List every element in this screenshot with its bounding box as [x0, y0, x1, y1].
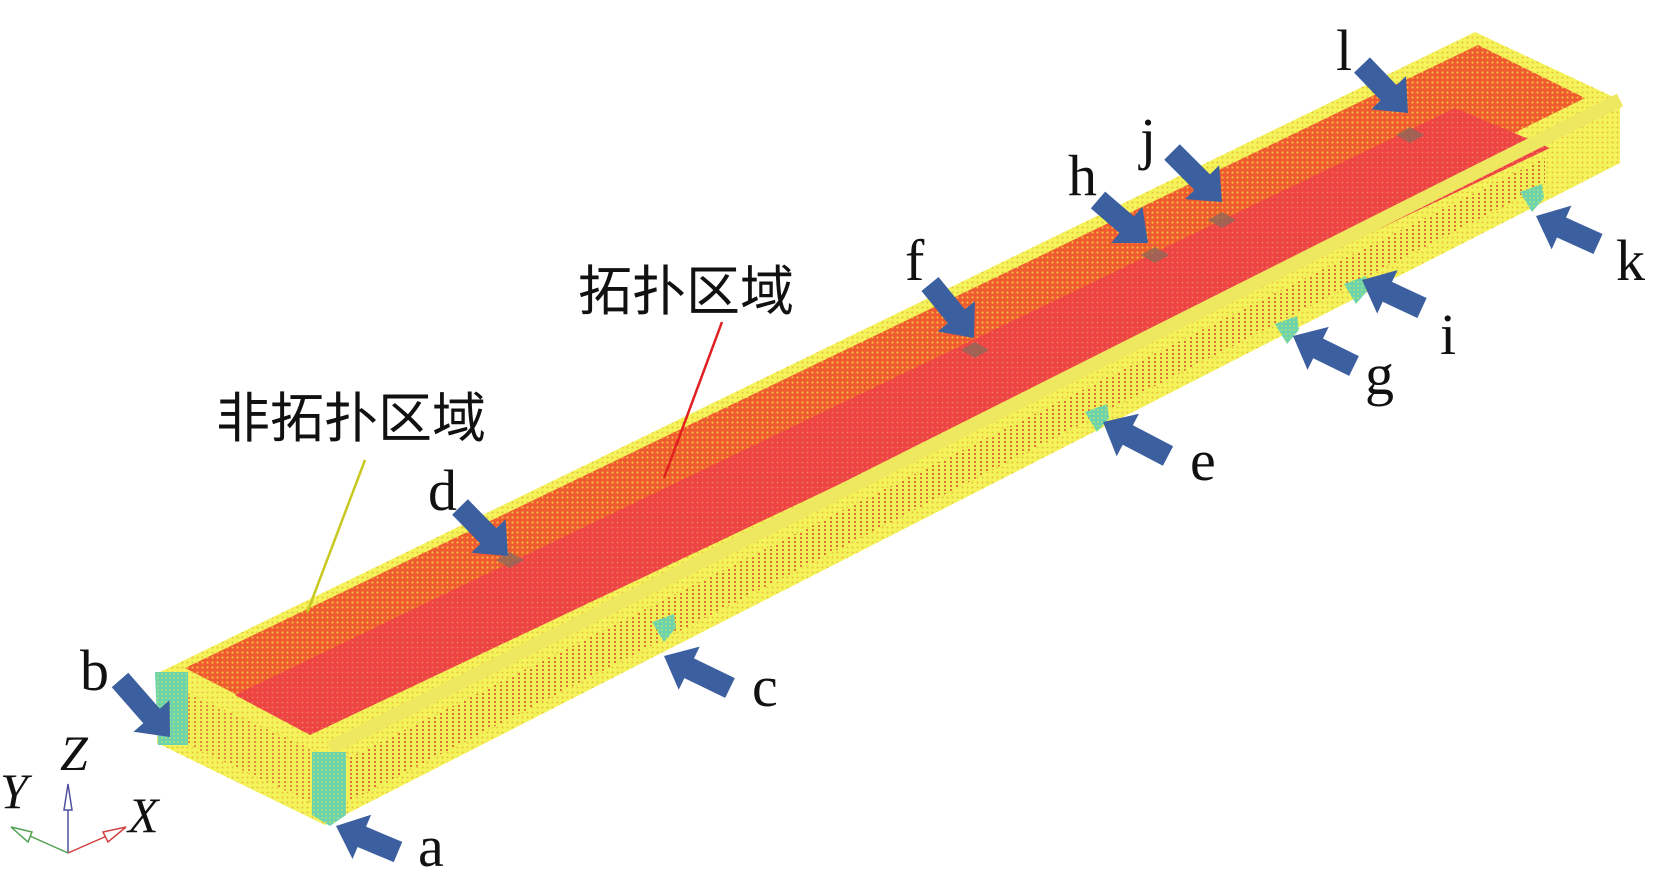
label-h: h [1068, 143, 1097, 208]
label-j: j [1138, 106, 1156, 171]
label-e: e [1190, 428, 1216, 493]
topology-region-label: 拓扑区域 [578, 260, 794, 323]
arrows [111, 57, 1603, 863]
arrow-a [336, 814, 403, 863]
load-patch-h [1141, 247, 1169, 263]
arrow-i [1362, 270, 1427, 318]
topology-leader-line [662, 321, 724, 479]
x-arrow-icon [101, 826, 127, 844]
axis-triad: Y Z X [0, 725, 161, 854]
arrow-d [452, 499, 508, 556]
end-face-inner [178, 690, 318, 805]
arrow-f [921, 277, 975, 338]
load-patch-l [1396, 127, 1424, 143]
topology-region-lower [235, 108, 1550, 735]
support-c [652, 614, 676, 642]
arrow-b [111, 672, 170, 737]
support-k [1520, 184, 1544, 212]
arrow-h [1090, 191, 1148, 243]
non-topology-region-label: 非拓扑区域 [216, 387, 486, 450]
load-patch-f [961, 342, 989, 358]
label-c: c [752, 654, 778, 719]
label-k: k [1616, 228, 1645, 293]
support-markers [652, 184, 1544, 642]
load-patches [496, 127, 1424, 568]
label-a: a [418, 814, 444, 872]
load-patch-d [496, 552, 524, 568]
label-l: l [1336, 18, 1352, 83]
arrow-j [1164, 144, 1222, 202]
y-arrow-icon [10, 826, 34, 844]
support-e [1085, 404, 1109, 432]
non-topology-leader-line [305, 459, 367, 614]
z-arrow-icon [63, 783, 73, 811]
label-i: i [1440, 302, 1456, 367]
label-g: g [1365, 342, 1394, 407]
arrow-g [1293, 326, 1359, 376]
support-a [312, 752, 346, 826]
arrow-k [1536, 205, 1603, 255]
z-axis-label: Z [60, 725, 89, 781]
label-f: f [905, 228, 925, 293]
arrow-l [1354, 57, 1408, 113]
label-d: d [428, 458, 457, 523]
top-edge [326, 93, 1624, 755]
y-axis-label: Y [0, 763, 33, 819]
x-axis-label: X [126, 787, 161, 843]
arrow-c [664, 646, 735, 698]
support-g [1275, 316, 1299, 344]
load-patch-j [1208, 212, 1236, 228]
side-face-inner [342, 158, 1545, 805]
arrow-e [1103, 413, 1174, 466]
label-b: b [80, 638, 109, 703]
support-i [1344, 276, 1368, 304]
